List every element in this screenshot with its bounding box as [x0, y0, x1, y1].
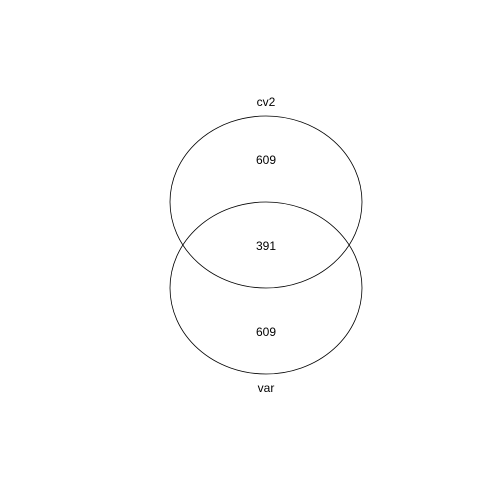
set-cv2-label: cv2 — [257, 95, 276, 109]
set-var-circle — [169, 201, 363, 375]
intersection-count: 391 — [256, 239, 276, 253]
set-var-only-count: 609 — [256, 325, 276, 339]
set-cv2-only-count: 609 — [256, 153, 276, 167]
set-cv2-circle — [169, 115, 363, 289]
set-var-label: var — [258, 381, 275, 395]
